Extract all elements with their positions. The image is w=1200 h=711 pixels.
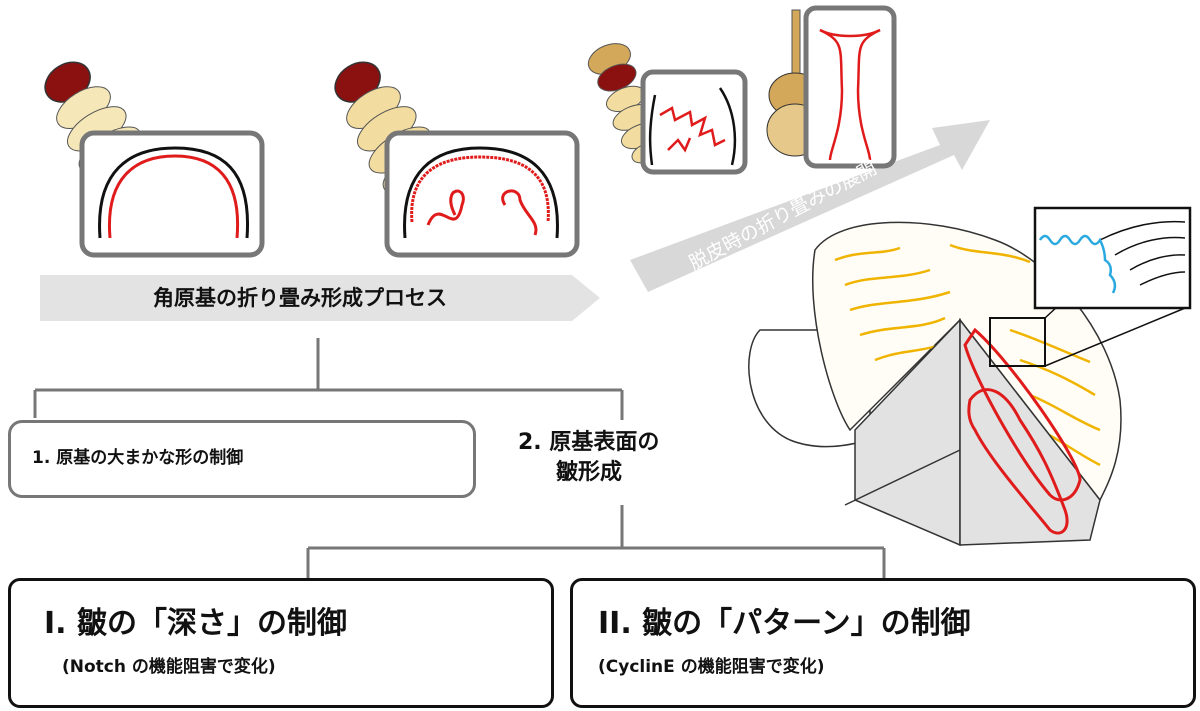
depth-control-title: I. 皺の「深さ」の制御 xyxy=(44,606,348,641)
pattern-control-title: II. 皺の「パターン」の制御 xyxy=(598,606,971,641)
fold-stage-box-3 xyxy=(640,69,748,175)
fold-stage-box-1 xyxy=(79,130,265,258)
pattern-control-box xyxy=(570,578,1196,708)
item2-line2: 皺形成 xyxy=(556,460,623,485)
process-arrow xyxy=(40,275,600,321)
process-label: 角原基の折り畳み形成プロセス xyxy=(153,286,447,310)
pattern-control-subtitle: (CyclinE の機能阻害で変化) xyxy=(598,657,825,677)
item1-box xyxy=(8,420,476,498)
primordium-3d-illustration xyxy=(748,206,1192,547)
molt-arrow xyxy=(630,120,990,292)
tree-connectors xyxy=(33,338,886,578)
fold-stage-box-4 xyxy=(803,5,897,169)
depth-control-box xyxy=(8,578,554,708)
item2-label: 2. 原基表面の 皺形成 xyxy=(518,428,738,488)
depth-control-subtitle: (Notch の機能阻害で変化) xyxy=(62,657,276,677)
fold-stage-box-2 xyxy=(384,130,580,258)
item1-label: 1. 原基の大まかな形の制御 xyxy=(32,448,244,468)
item2-line1: 2. 原基表面の xyxy=(518,430,660,455)
